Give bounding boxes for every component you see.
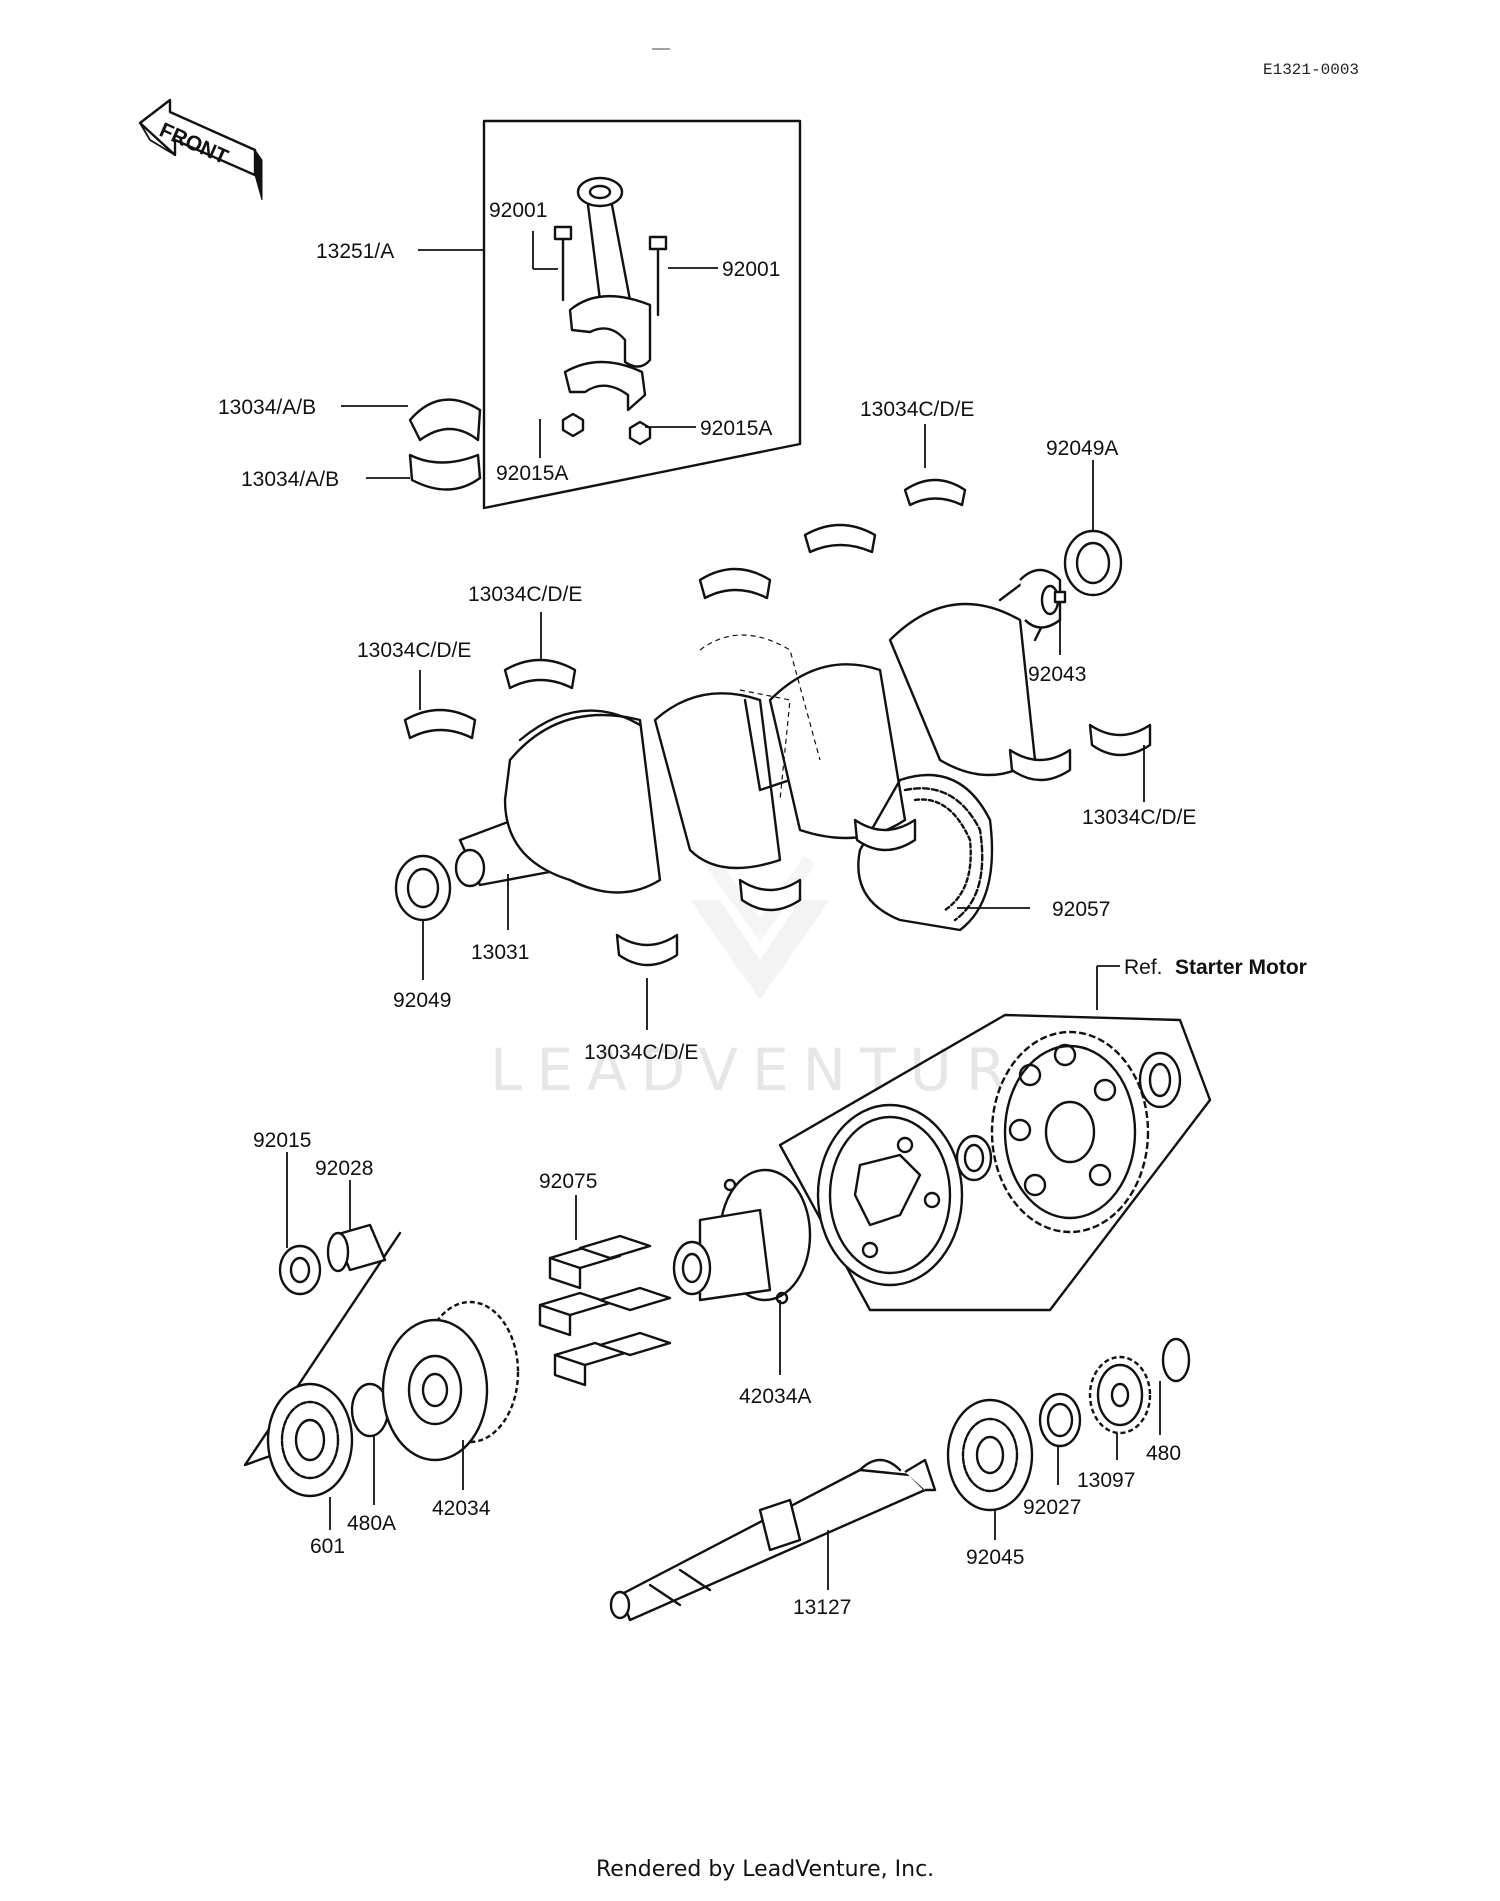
- label-92001-right: 92001: [722, 258, 780, 281]
- footer-credit: Rendered by LeadVenture, Inc.: [596, 1857, 934, 1882]
- diagram-code: E1321-0003: [1263, 61, 1359, 79]
- main-bearing-4: [503, 658, 577, 690]
- idle-gear-42034: [381, 1300, 520, 1462]
- rod-nut-right: [628, 420, 652, 446]
- main-bearing-1: [903, 478, 967, 507]
- label-92049a: 92049A: [1046, 437, 1118, 460]
- label-13031: 13031: [471, 941, 529, 964]
- rod-bearing-upper: [408, 398, 482, 442]
- label-92015a-bottom: 92015A: [496, 462, 568, 485]
- label-13034cde-bottom: 13034C/D/E: [584, 1041, 698, 1064]
- label-13251a: 13251/A: [316, 240, 394, 263]
- main-bearing-9: [738, 878, 802, 912]
- washer-clutch: [955, 1134, 993, 1182]
- rod-bearing-lower: [408, 453, 482, 491]
- ball-bearing-92045: [946, 1398, 1034, 1512]
- connecting-rod-group-box: [482, 119, 802, 510]
- leader-lines: [286, 231, 1161, 1590]
- main-bearing-3: [698, 567, 772, 600]
- label-13034cde-left: 13034C/D/E: [357, 639, 471, 662]
- main-bearing-10: [615, 933, 679, 967]
- gear-13097: [1088, 1355, 1152, 1435]
- label-13034ab-top: 13034/A/B: [218, 396, 316, 419]
- label-92028: 92028: [315, 1157, 373, 1180]
- rod-nut-left: [561, 412, 585, 438]
- main-bearing-8: [853, 818, 917, 852]
- label-92015a-right: 92015A: [700, 417, 772, 440]
- label-92045: 92045: [966, 1546, 1024, 1569]
- label-13097: 13097: [1077, 1469, 1135, 1492]
- rod-bolt-right: [648, 235, 668, 317]
- starter-clutch-hub: [672, 1168, 812, 1305]
- label-92043: 92043: [1028, 663, 1086, 686]
- label-ref-starter-motor: Starter Motor: [1175, 956, 1307, 979]
- label-92001-left: 92001: [489, 199, 547, 222]
- label-92075: 92075: [539, 1170, 597, 1193]
- starter-clutch-group-box: [778, 1013, 1212, 1312]
- main-bearing-5: [403, 708, 477, 740]
- watermark-logo: [690, 855, 830, 1000]
- label-480: 480: [1146, 1442, 1181, 1465]
- crankshaft: [454, 568, 1062, 894]
- label-ref-prefix: Ref.: [1124, 956, 1163, 979]
- main-bearing-7: [1008, 748, 1072, 782]
- connecting-rod: [563, 176, 652, 412]
- collar-92028: [326, 1223, 387, 1273]
- washer-sprocket: [1138, 1051, 1182, 1109]
- crank-pin-key: [1053, 590, 1067, 604]
- label-601: 601: [310, 1535, 345, 1558]
- label-13034ab-bottom: 13034/A/B: [241, 468, 339, 491]
- label-92049: 92049: [393, 989, 451, 1012]
- label-13034cde-upper-right: 13034C/D/E: [860, 398, 974, 421]
- ball-bearing-601: [266, 1382, 354, 1498]
- main-bearing-2: [803, 523, 877, 554]
- label-480a: 480A: [347, 1512, 396, 1535]
- starter-clutch-rollers: [538, 1234, 672, 1387]
- watermark-text: LEADVENTURE: [490, 1036, 1071, 1104]
- nut-92015: [278, 1244, 322, 1296]
- oil-seal-right: [1063, 529, 1123, 597]
- label-13034cde-center: 13034C/D/E: [468, 583, 582, 606]
- label-42034: 42034: [432, 1497, 491, 1520]
- label-92057: 92057: [1052, 898, 1110, 921]
- starter-clutch-housing: [816, 1103, 964, 1287]
- front-arrow-icon: FRONT: [138, 98, 263, 201]
- starter-sprocket: [990, 1030, 1150, 1234]
- label-92027: 92027: [1023, 1496, 1081, 1519]
- output-shaft-13127: [609, 1458, 937, 1622]
- circlip-480: [1161, 1337, 1191, 1383]
- main-bearing-6: [1088, 723, 1152, 757]
- label-13127: 13127: [793, 1596, 851, 1619]
- oil-seal-left: [394, 854, 452, 922]
- label-92015: 92015: [253, 1129, 311, 1152]
- collar-92027: [1038, 1392, 1082, 1448]
- label-13034cde-lower-right: 13034C/D/E: [1082, 806, 1196, 829]
- cam-chain: [857, 773, 994, 932]
- label-42034a: 42034A: [739, 1385, 811, 1408]
- rod-bolt-left: [553, 225, 573, 302]
